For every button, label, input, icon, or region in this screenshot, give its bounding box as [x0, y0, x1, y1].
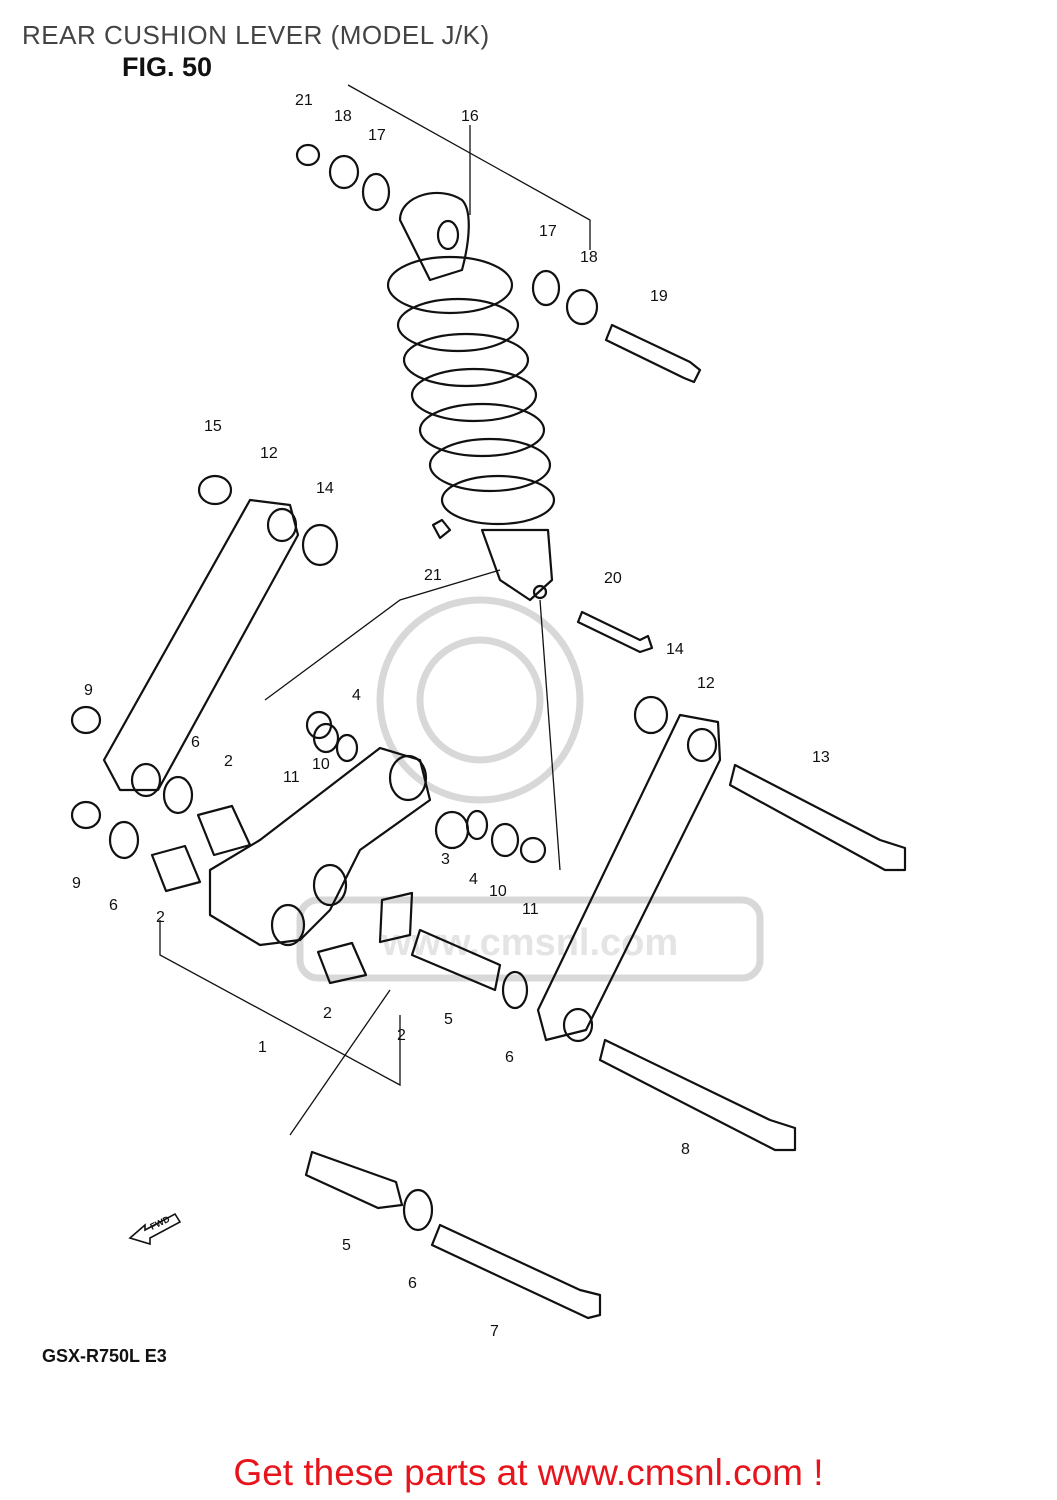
callout-numbers: 1 2 2 2 2 3 4 4 5 5 6 6 6 6 7 8 9 9 10 1…: [72, 92, 830, 1340]
upper-mount-hardware: [295, 143, 702, 654]
callout-1: 1: [258, 1039, 267, 1056]
page-title: REAR CUSHION LEVER (MODEL J/K): [22, 20, 490, 50]
figure-label: FIG. 50: [122, 52, 213, 82]
connecting-rods: [102, 498, 722, 1043]
callout-2: 2: [397, 1027, 406, 1044]
callout-7: 7: [490, 1323, 499, 1340]
callout-12: 12: [697, 675, 715, 692]
callout-12: 12: [260, 445, 278, 462]
callout-3: 3: [441, 851, 450, 868]
callout-21: 21: [424, 567, 442, 584]
callout-11: 11: [283, 769, 300, 786]
callout-2: 2: [224, 753, 233, 770]
callout-9: 9: [84, 682, 93, 699]
callout-6: 6: [408, 1275, 417, 1292]
callout-17: 17: [368, 127, 386, 144]
footer-link[interactable]: Get these parts at www.cmsnl.com !: [233, 1452, 824, 1493]
callout-17: 17: [539, 223, 557, 240]
callout-15: 15: [204, 418, 222, 435]
callout-14: 14: [666, 641, 684, 658]
shock-absorber: [386, 191, 556, 602]
callout-18: 18: [334, 108, 352, 125]
callout-5: 5: [444, 1011, 453, 1028]
cushion-lever: [208, 746, 432, 947]
watermark-text: www.cmsnl.com: [381, 922, 678, 964]
callout-11: 11: [522, 901, 539, 918]
callout-2: 2: [323, 1005, 332, 1022]
callout-20: 20: [604, 570, 622, 587]
callout-6: 6: [191, 734, 200, 751]
bolts: [430, 763, 907, 1320]
callout-16: 16: [461, 108, 479, 125]
callout-9: 9: [72, 875, 81, 892]
callout-18: 18: [580, 249, 598, 266]
callout-2: 2: [156, 909, 165, 926]
callout-10: 10: [312, 756, 330, 773]
fwd-arrow-icon: FWD: [128, 1212, 182, 1246]
callout-4: 4: [469, 871, 478, 888]
bearings-and-washers: [70, 474, 669, 1232]
callout-13: 13: [812, 749, 830, 766]
callout-8: 8: [681, 1141, 690, 1158]
callout-6: 6: [505, 1049, 514, 1066]
leader-lines: [159, 84, 591, 1136]
callout-14: 14: [316, 480, 334, 497]
callout-19: 19: [650, 288, 668, 305]
watermark-logo: www.cmsnl.com: [296, 596, 764, 982]
callout-21: 21: [295, 92, 313, 109]
callout-4: 4: [352, 687, 361, 704]
callout-5: 5: [342, 1237, 351, 1254]
callout-10: 10: [489, 883, 507, 900]
model-code: GSX-R750L E3: [42, 1346, 167, 1366]
callout-6: 6: [109, 897, 118, 914]
